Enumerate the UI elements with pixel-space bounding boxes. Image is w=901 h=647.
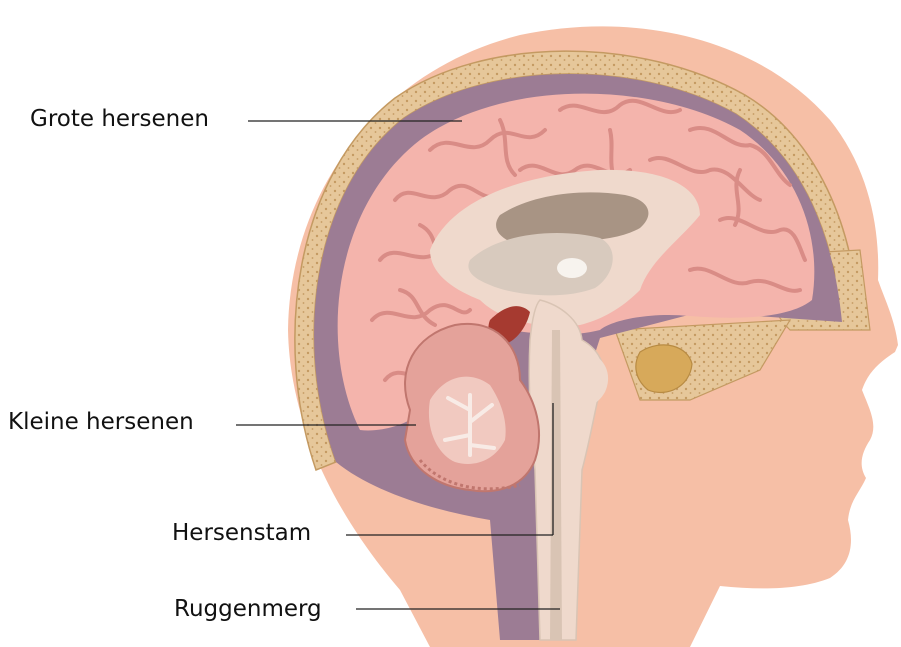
label-cerebrum: Grote hersenen [30, 108, 209, 131]
spinal-cord-center [550, 330, 562, 640]
label-cerebellum: Kleine hersenen [8, 411, 194, 434]
label-brainstem: Hersenstam [172, 522, 311, 545]
label-spinal-cord: Ruggenmerg [174, 598, 322, 621]
pineal-body [557, 258, 587, 278]
